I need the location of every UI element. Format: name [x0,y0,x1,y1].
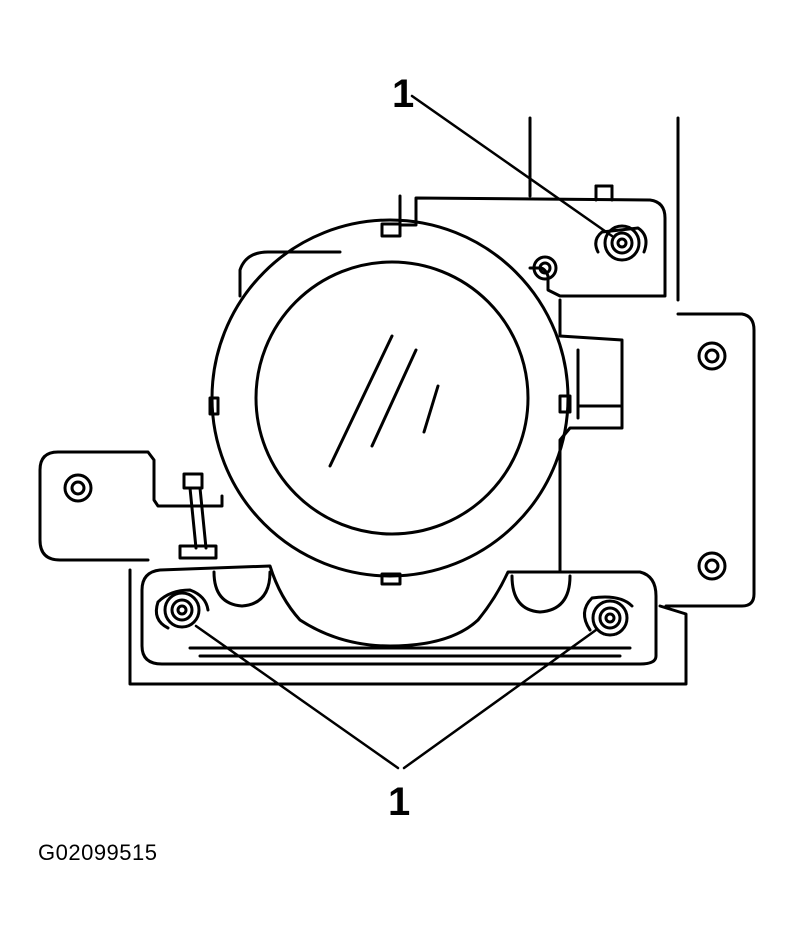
upper-bracket-hole [532,255,558,281]
lower-plate [128,568,688,686]
right-bracket-hole-lower [697,551,727,581]
lower-right-bolt [583,595,634,637]
leader-line-top [410,94,614,238]
upper-right-bolt [594,224,648,262]
right-bracket [664,312,756,608]
leader-line-bottom-left [194,624,400,770]
rear-housing [238,250,342,298]
lens [254,260,530,536]
left-bracket [38,450,224,562]
adjuster-screw [178,472,218,560]
lower-plate-inner [140,564,658,666]
right-bracket-hole-upper [697,341,727,371]
lower-left-bolt [154,588,210,630]
rear-housing-right [558,298,624,572]
figure-id: G02099515 [38,840,158,865]
leader-line-bottom-right [402,628,598,770]
lens-bezel [208,218,572,586]
left-bracket-hole [63,473,93,503]
lower-recess-left [212,570,272,608]
lower-recess-right [510,574,572,614]
upper-bracket [398,194,667,298]
callout-label-bottom: 1 [388,780,411,824]
callout-label-top: 1 [392,72,415,116]
